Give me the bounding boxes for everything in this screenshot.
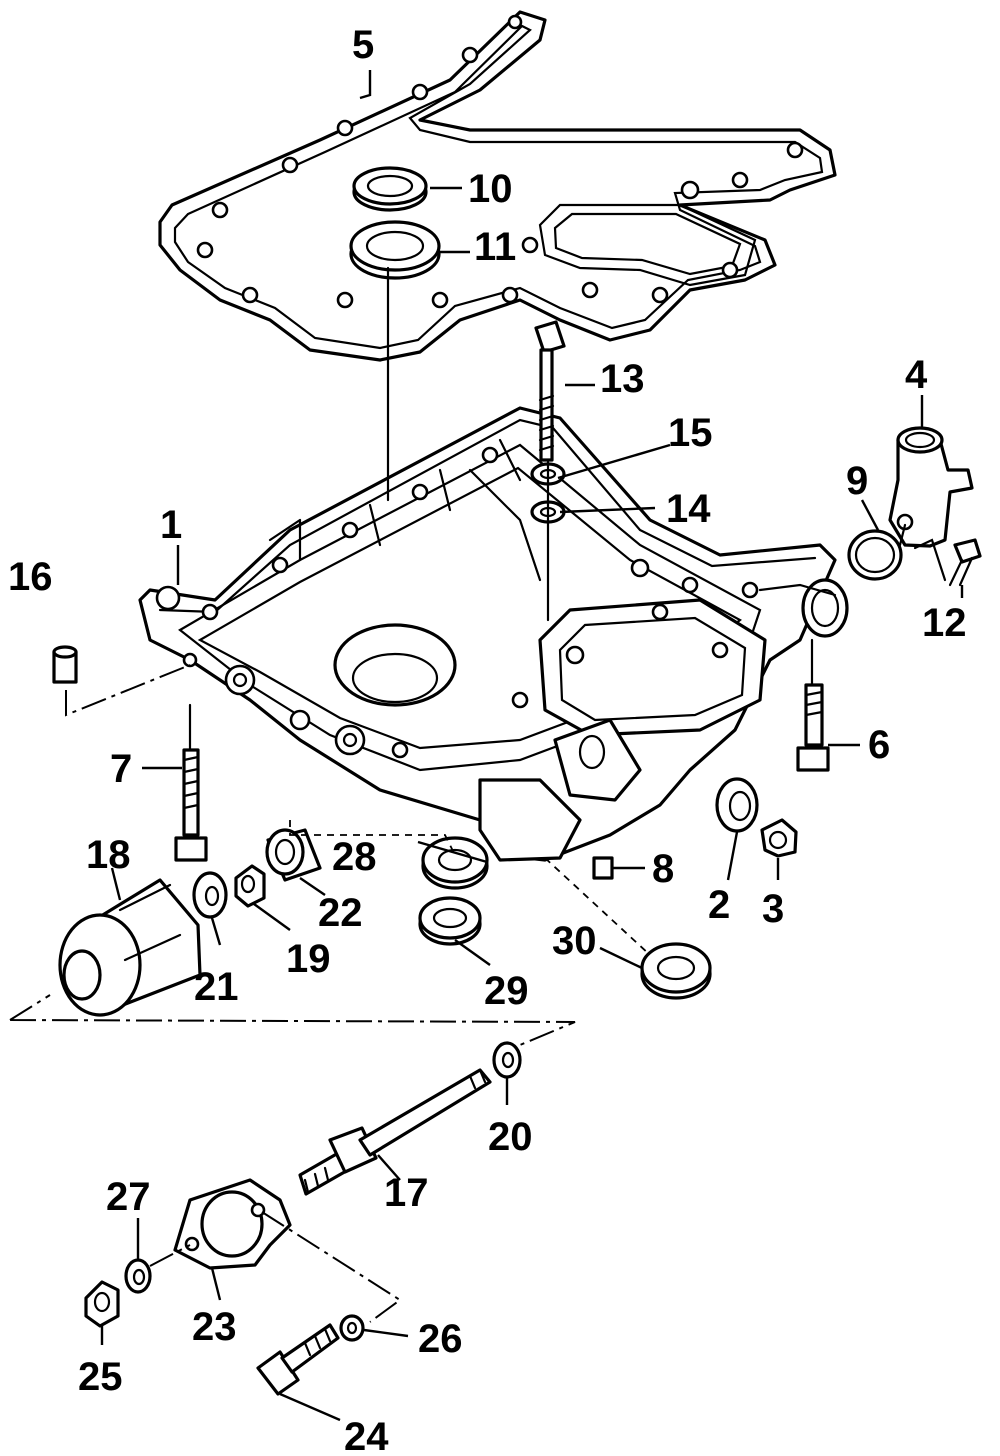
- washer-part-2: [715, 777, 759, 833]
- bearing-part-28: [421, 836, 489, 890]
- callout-25: 25: [78, 1355, 123, 1399]
- bolt-part-6: [796, 683, 830, 772]
- oil-seal-part-11: [349, 220, 441, 280]
- pin-part-8: [592, 856, 614, 880]
- callout-30: 30: [552, 919, 597, 963]
- callout-16: 16: [8, 555, 53, 599]
- leader-lines: [100, 70, 964, 1422]
- washer-part-21: [192, 871, 228, 919]
- o-ring-part-9: [847, 529, 903, 581]
- washer-part-26: [339, 1314, 365, 1342]
- callout-17: 17: [384, 1171, 429, 1215]
- callout-labels: 5 10 11 13 15 14 4 9 12 1 16 6 7 8 2 3 2…: [8, 23, 967, 1456]
- callout-9: 9: [846, 459, 868, 503]
- callout-5: 5: [352, 23, 374, 67]
- drain-plug-part-3: [760, 818, 798, 858]
- washer-part-27: [124, 1258, 152, 1294]
- callout-3: 3: [762, 887, 784, 931]
- oil-seal-part-10: [352, 166, 428, 212]
- callout-28: 28: [332, 835, 377, 879]
- washer-part-20: [492, 1041, 522, 1079]
- gasket-part-5: [158, 10, 837, 362]
- callout-1: 1: [160, 503, 182, 547]
- callout-14: 14: [666, 487, 711, 531]
- callout-12: 12: [922, 601, 967, 645]
- callout-10: 10: [468, 167, 513, 211]
- callout-20: 20: [488, 1115, 533, 1159]
- dowel-pin-part-16: [52, 645, 78, 684]
- nut-part-19: [234, 864, 266, 908]
- bolt-part-12: [948, 538, 982, 587]
- callout-22: 22: [318, 891, 363, 935]
- callout-27: 27: [106, 1175, 151, 1219]
- bolt-part-7: [174, 748, 208, 862]
- dash-lines: [9, 664, 651, 1323]
- callout-2: 2: [708, 883, 730, 927]
- callout-7: 7: [110, 747, 132, 791]
- flange-part-23: [173, 1178, 292, 1270]
- callout-26: 26: [418, 1317, 463, 1361]
- callout-24: 24: [344, 1415, 389, 1456]
- callout-8: 8: [652, 847, 674, 891]
- callout-6: 6: [868, 723, 890, 767]
- nut-part-25: [84, 1280, 120, 1328]
- callout-18: 18: [86, 833, 131, 877]
- callout-4: 4: [905, 353, 928, 397]
- spacer-part-22: [265, 828, 322, 882]
- callout-11: 11: [474, 225, 516, 269]
- bolt-part-24: [256, 1323, 340, 1396]
- callout-19: 19: [286, 937, 331, 981]
- callout-21: 21: [194, 965, 239, 1009]
- stud-part-17: [298, 1068, 492, 1196]
- callout-15: 15: [668, 411, 713, 455]
- bolt-part-13: [534, 320, 566, 462]
- oil-pan-part-1: [138, 406, 849, 862]
- bearing-part-29: [418, 896, 482, 946]
- callout-23: 23: [192, 1305, 237, 1349]
- bearing-part-30: [640, 942, 712, 1000]
- callout-29: 29: [484, 969, 529, 1013]
- callout-13: 13: [600, 357, 645, 401]
- fitting-part-4: [888, 426, 974, 548]
- oil-filter-part-18: [58, 878, 202, 1017]
